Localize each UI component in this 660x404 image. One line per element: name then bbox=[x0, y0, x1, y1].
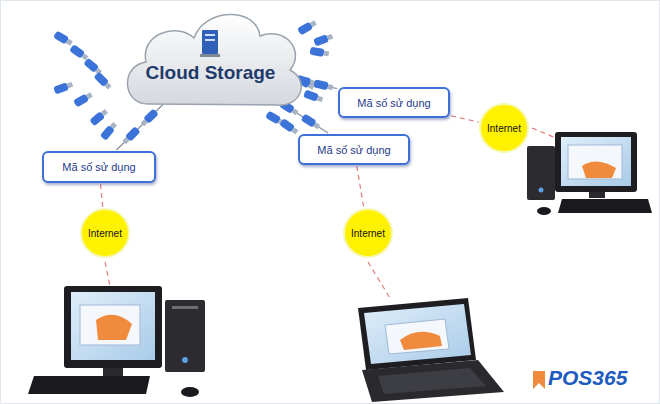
usb-key bbox=[94, 72, 113, 91]
internet-text: Internet bbox=[351, 228, 385, 239]
usb-key bbox=[313, 32, 334, 46]
usb-key bbox=[69, 44, 89, 61]
code-box: Mã số sử dụng bbox=[338, 87, 450, 118]
code-box: Mã số sử dụng bbox=[42, 151, 156, 183]
cloud-shape bbox=[118, 4, 303, 112]
usb-key bbox=[53, 31, 73, 47]
usb-key bbox=[73, 91, 93, 107]
internet-link bbox=[105, 128, 556, 298]
internet-text: Internet bbox=[88, 228, 122, 239]
cloud-title: Cloud Storage bbox=[146, 62, 276, 84]
internet-circle: Internet bbox=[343, 208, 393, 258]
usb-key bbox=[297, 19, 317, 35]
internet-circle: Internet bbox=[80, 208, 130, 258]
logo-icon bbox=[533, 371, 545, 389]
logo-text: POS365 bbox=[548, 366, 627, 390]
code-text: Mã số sử dụng bbox=[357, 97, 430, 109]
server-icon bbox=[200, 30, 220, 57]
usb-key bbox=[100, 121, 118, 141]
code-box: Mã số sử dụng bbox=[298, 134, 410, 165]
usb-key bbox=[303, 90, 324, 104]
internet-link bbox=[101, 184, 103, 207]
internet-link bbox=[357, 166, 364, 207]
desktop-computer bbox=[28, 286, 205, 397]
usb-key bbox=[279, 118, 299, 135]
usb-key bbox=[89, 108, 109, 126]
usb-key bbox=[121, 108, 158, 145]
desktop-computer bbox=[527, 132, 652, 215]
usb-key bbox=[53, 80, 74, 94]
code-text: Mã số sử dụng bbox=[62, 161, 135, 173]
internet-link bbox=[451, 116, 479, 122]
usb-key bbox=[309, 47, 329, 58]
cloud-storage: Cloud Storage bbox=[118, 4, 303, 112]
key-chain bbox=[116, 99, 168, 150]
laptop-computer bbox=[358, 298, 504, 402]
code-text: Mã số sử dụng bbox=[317, 144, 390, 156]
internet-circle: Internet bbox=[479, 103, 529, 153]
internet-text: Internet bbox=[487, 123, 521, 134]
